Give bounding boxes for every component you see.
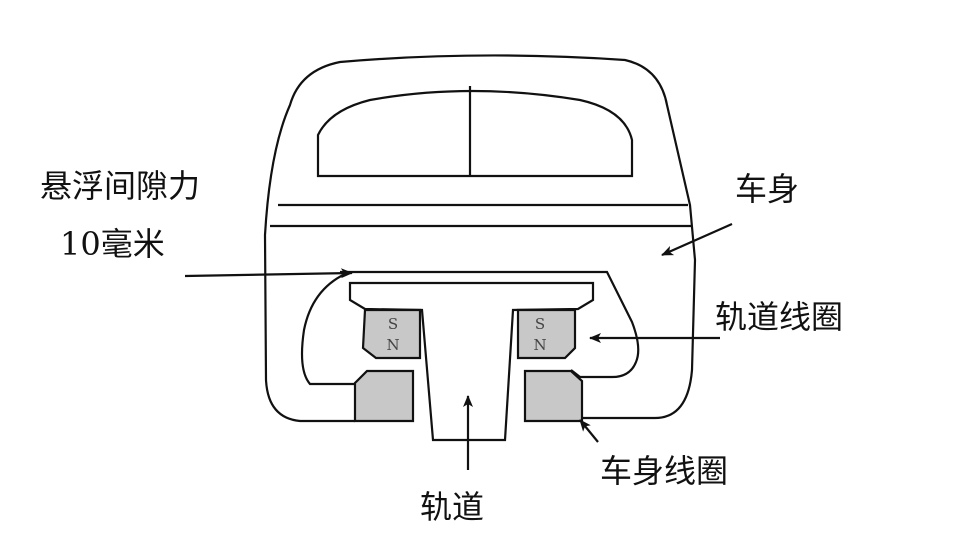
track-rail (348, 281, 595, 442)
label-gap-distance: 10毫米 (60, 225, 165, 263)
body-coil-arrow (579, 419, 599, 443)
label-track: 轨道 (420, 488, 484, 526)
magnet-left-n: N (386, 336, 399, 354)
track-coil-left (361, 308, 422, 360)
label-body-coil: 车身线圈 (600, 452, 728, 490)
body-coil-right (523, 369, 584, 423)
track-coil-right (516, 308, 577, 360)
car-body-arrow (661, 222, 733, 257)
window (316, 89, 634, 178)
body-cavity-outline (340, 270, 640, 379)
body-coil-left (353, 369, 415, 423)
gap-arrow (184, 268, 353, 279)
magnet-right-s: S (535, 315, 545, 333)
magnet-left-s: S (388, 315, 398, 333)
label-car-body: 车身 (735, 170, 799, 208)
label-track-coil: 轨道线圈 (715, 298, 843, 336)
magnet-right-n: N (533, 336, 546, 354)
body-cavity-left (300, 273, 355, 386)
car-body-outline (263, 54, 697, 423)
label-gap-force: 悬浮间隙力 (40, 167, 200, 205)
